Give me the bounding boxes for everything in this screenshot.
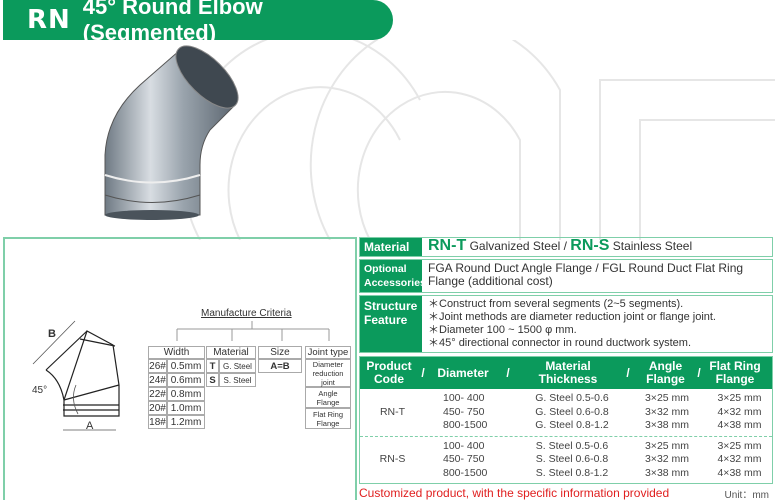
width-value: 0.5mm xyxy=(167,359,205,373)
cell-flat-ring: 4×32 mm xyxy=(717,453,762,465)
cell-diameter: 450- 750 xyxy=(443,405,485,418)
width-gauge: 20# xyxy=(148,401,167,415)
material-name: G. Steel xyxy=(219,359,256,373)
criteria-tree-lines xyxy=(176,321,330,341)
criteria-title: Manufacture Criteria xyxy=(201,308,292,319)
cell-thickness: G. Steel 0.6-0.8 xyxy=(535,405,609,418)
header-separator: / xyxy=(626,365,630,380)
accessories-text: FGA Round Duct Angle Flange / FGL Round … xyxy=(428,261,744,288)
product-code: RN xyxy=(27,5,71,35)
code-rn-t: RN-T xyxy=(428,237,467,254)
material-row: Material RN-T Galvanized Steel / RN-S St… xyxy=(359,237,773,257)
background-watermark xyxy=(181,40,775,240)
width-value: 0.8mm xyxy=(167,387,205,401)
text-stainless: Stainless Steel xyxy=(612,239,693,253)
joint-header: Joint type xyxy=(305,346,351,359)
width-value: 1.0mm xyxy=(167,401,205,415)
cell-thickness: S. Steel 0.6-0.8 xyxy=(535,453,609,465)
cell-diameter: 450- 750 xyxy=(443,453,485,465)
cell-diameter: 800-1500 xyxy=(443,466,488,479)
cell-diameter: 100- 400 xyxy=(443,392,485,404)
elbow-product-photo xyxy=(104,45,239,220)
material-label: Material xyxy=(360,238,422,256)
material-code: S xyxy=(206,373,219,387)
header-separator: / xyxy=(421,365,425,380)
header-diameter: Diameter xyxy=(437,365,489,380)
cell-thickness: S. Steel 0.5-0.6 xyxy=(535,439,609,452)
width-gauge: 24# xyxy=(148,373,167,387)
header-separator: / xyxy=(506,365,510,380)
feature-item: ＊Construct from several segments (2~5 se… xyxy=(428,298,684,310)
cell-angle-flange: 3×32 mm xyxy=(644,453,690,465)
cell-angle-flange: 3×25 mm xyxy=(644,392,690,404)
unit-label: Unit：mm xyxy=(724,490,769,501)
feature-item: ＊Joint methods are diameter reduction jo… xyxy=(428,311,716,323)
material-header: Material xyxy=(206,346,256,359)
dimension-a-label: A xyxy=(86,420,94,432)
cell-angle-flange: 3×38 mm xyxy=(644,419,690,431)
cell-thickness: G. Steel 0.8-1.2 xyxy=(535,419,609,431)
group-code: RN-T xyxy=(379,405,406,418)
joint-type: Flat Ring Flange xyxy=(305,408,351,429)
spec-panel: Material RN-T Galvanized Steel / RN-S St… xyxy=(359,237,773,501)
header-angle-flange: Angle Flange xyxy=(646,359,685,386)
table-header: Product Code / Diameter / Material Thick… xyxy=(360,357,772,389)
feature-item: ＊45° directional connector in round duct… xyxy=(428,337,692,349)
group-code: RN-S xyxy=(379,453,406,465)
code-rn-s: RN-S xyxy=(570,237,610,254)
joint-type: Diameter reduction joint xyxy=(305,359,351,387)
cell-flat-ring: 3×25 mm xyxy=(717,392,762,404)
cell-flat-ring: 4×32 mm xyxy=(717,405,762,418)
width-gauge: 18# xyxy=(148,415,167,429)
customization-note: Customized product, with the specific in… xyxy=(359,486,670,500)
cell-diameter: 100- 400 xyxy=(443,439,485,452)
cell-flat-ring: 3×25 mm xyxy=(717,439,762,452)
width-gauge: 22# xyxy=(148,387,167,401)
header-product-code: Product Code xyxy=(366,359,412,386)
size-value: A=B xyxy=(258,359,302,373)
joint-type: Angle Flange xyxy=(305,387,351,408)
structure-row: Structure Feature ＊Construct from severa… xyxy=(359,295,773,353)
accessories-row: Optional Accessories FGA Round Duct Angl… xyxy=(359,259,773,293)
header-flat-ring-flange: Flat Ring Flange xyxy=(709,359,761,386)
cell-flat-ring: 4×38 mm xyxy=(717,419,762,431)
cell-angle-flange: 3×25 mm xyxy=(644,439,690,452)
drawing-panel: B A 45° Manufacture Criteria Width 26# 0… xyxy=(3,237,357,500)
material-name: S. Steel xyxy=(219,373,256,387)
product-table: Product Code / Diameter / Material Thick… xyxy=(359,356,773,484)
accessories-label: Optional Accessories xyxy=(360,260,426,292)
structure-label: Structure Feature xyxy=(360,296,422,352)
width-value: 1.2mm xyxy=(167,415,205,429)
cell-thickness: S. Steel 0.8-1.2 xyxy=(535,466,609,479)
cell-diameter: 800-1500 xyxy=(443,419,488,431)
width-header: Width xyxy=(148,346,205,359)
angle-label: 45° xyxy=(32,385,47,396)
header-separator: / xyxy=(697,365,701,380)
elbow-drawing: B A 45° xyxy=(32,320,120,432)
cell-angle-flange: 3×38 mm xyxy=(644,466,690,479)
cell-angle-flange: 3×32 mm xyxy=(644,405,690,418)
width-value: 0.6mm xyxy=(167,373,205,387)
header-material-thickness: Material Thickness xyxy=(538,359,598,386)
width-gauge: 26# xyxy=(148,359,167,373)
material-code: T xyxy=(206,359,219,373)
size-header: Size xyxy=(258,346,302,359)
feature-item: ＊Diameter 100 ~ 1500 φ mm. xyxy=(428,324,577,336)
text-galvanized: Galvanized Steel / xyxy=(469,239,567,253)
product-title: 45° Round Elbow (Segmented) xyxy=(82,0,263,45)
cell-flat-ring: 4×38 mm xyxy=(717,466,762,479)
dimension-b-label: B xyxy=(48,328,56,340)
cell-thickness: G. Steel 0.5-0.6 xyxy=(535,392,609,404)
title-banner: RN 45° Round Elbow (Segmented) xyxy=(3,0,393,45)
